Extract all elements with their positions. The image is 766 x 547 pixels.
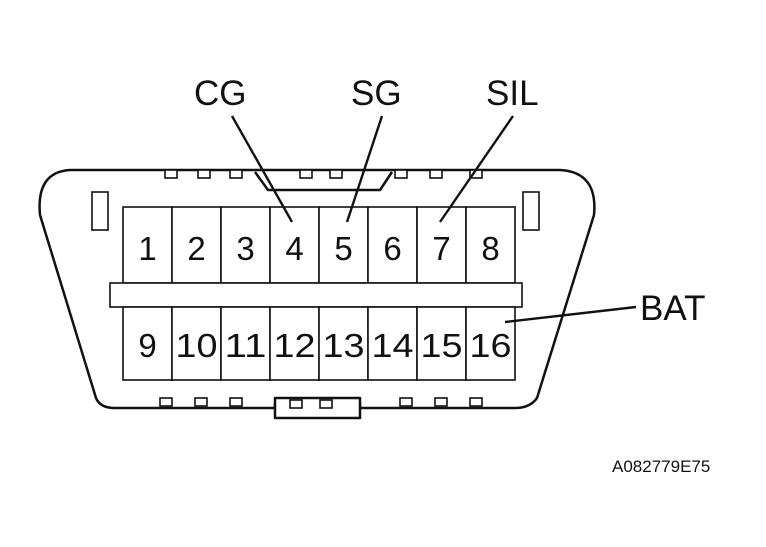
pin-number-9: 9 bbox=[138, 327, 156, 364]
pin-number-4: 4 bbox=[285, 230, 303, 267]
center-divider-bar bbox=[109, 282, 523, 308]
pin-number-13: 13 bbox=[323, 327, 365, 364]
pin-number-8: 8 bbox=[481, 230, 499, 267]
right-guide-slot bbox=[522, 191, 540, 231]
pin-number-2: 2 bbox=[187, 230, 205, 267]
sil-leader-line bbox=[439, 115, 514, 223]
pin-number-3: 3 bbox=[236, 230, 254, 267]
pin-number-16: 16 bbox=[470, 327, 512, 364]
sg-leader-line bbox=[345, 115, 384, 223]
top-ridge bbox=[164, 169, 483, 179]
bat-leader-line bbox=[504, 305, 637, 324]
pin-cell-5 bbox=[318, 206, 369, 284]
cg-label: CG bbox=[194, 74, 247, 113]
pin-cell-15 bbox=[416, 306, 467, 381]
pin-cell-9 bbox=[122, 306, 173, 381]
pin-number-6: 6 bbox=[383, 230, 401, 267]
pin-number-7: 7 bbox=[432, 230, 450, 267]
bat-label: BAT bbox=[640, 289, 705, 328]
pin-number-10: 10 bbox=[176, 327, 218, 364]
pin-cell-16 bbox=[465, 306, 516, 381]
pin-number-5: 5 bbox=[334, 230, 352, 267]
pin-number-11: 11 bbox=[225, 327, 267, 364]
cg-leader-line bbox=[230, 115, 294, 223]
pin-number-15: 15 bbox=[421, 327, 463, 364]
top-key-notch bbox=[253, 171, 394, 192]
pin-cell-8 bbox=[465, 206, 516, 284]
sg-label: SG bbox=[351, 74, 402, 113]
sil-label: SIL bbox=[486, 74, 539, 113]
pin-cell-13 bbox=[318, 306, 369, 381]
pin-cell-4 bbox=[269, 206, 320, 284]
bottom-ridge bbox=[159, 396, 483, 420]
left-guide-slot bbox=[91, 191, 109, 231]
pin-number-12: 12 bbox=[274, 327, 316, 364]
reference-code: A082779E75 bbox=[612, 457, 710, 476]
pin-cell-14 bbox=[367, 306, 418, 381]
pin-number-1: 1 bbox=[138, 230, 156, 267]
pin-number-14: 14 bbox=[372, 327, 414, 364]
pin-cell-10 bbox=[171, 306, 222, 381]
